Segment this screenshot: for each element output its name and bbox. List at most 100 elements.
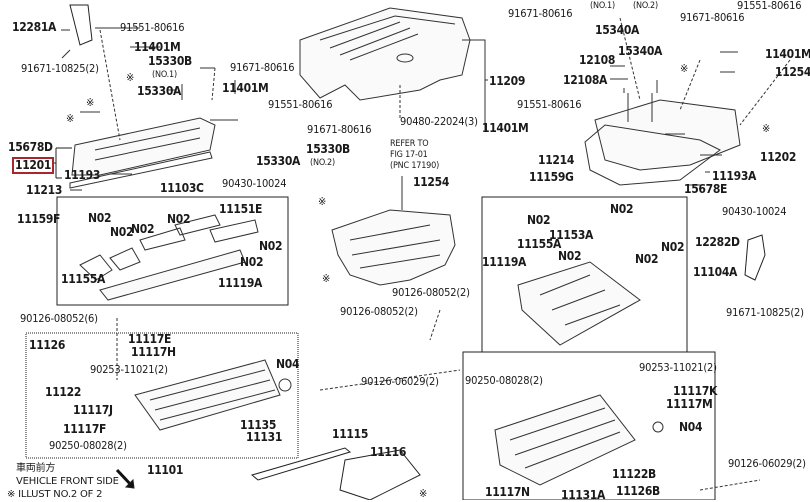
part-label-11119A[interactable]: 11119A — [482, 255, 527, 269]
part-label-no2: (NO.2) — [633, 1, 658, 11]
refer-to-line1: REFER TO — [390, 139, 429, 149]
part-label-n02[interactable]: N02 — [167, 212, 191, 226]
part-label-11126[interactable]: 11126 — [29, 338, 66, 352]
part-label-11117H[interactable]: 11117H — [131, 345, 176, 359]
part-label-90250-08028[interactable]: 90250-08028(2) — [49, 439, 127, 452]
part-label-90430-10024[interactable]: 90430-10024 — [222, 177, 287, 190]
part-label-n02[interactable]: N02 — [610, 202, 634, 216]
part-label-91671-80616[interactable]: 91671-80616 — [307, 123, 372, 136]
part-label-11117N[interactable]: 11117N — [485, 485, 530, 499]
part-label-12281A[interactable]: 12281A — [12, 20, 57, 34]
part-label-15340A[interactable]: 15340A — [595, 23, 640, 37]
part-label-11155A[interactable]: 11155A — [517, 237, 562, 251]
part-label-n02[interactable]: N02 — [259, 239, 283, 253]
part-label-91671-10825[interactable]: 91671-10825(2) — [21, 62, 99, 75]
part-label-11209[interactable]: 11209 — [489, 74, 526, 88]
part-label-11119A[interactable]: 11119A — [218, 276, 263, 290]
part-label-n02[interactable]: N02 — [110, 225, 134, 239]
part-label-n04[interactable]: N04 — [679, 420, 703, 434]
part-label-90250-08028[interactable]: 90250-08028(2) — [465, 374, 543, 387]
part-label-11401M[interactable]: 11401M — [482, 121, 529, 135]
part-label-11122B[interactable]: 11122B — [612, 467, 656, 481]
part-label-90253-11021[interactable]: 90253-11021(2) — [90, 363, 168, 376]
part-label-11213[interactable]: 11213 — [26, 183, 63, 197]
part-label-11115[interactable]: 11115 — [332, 427, 369, 441]
part-label-91551-80616[interactable]: 91551-80616 — [120, 21, 185, 34]
part-label-11101[interactable]: 11101 — [147, 463, 184, 477]
part-label-11151E[interactable]: 11151E — [219, 202, 263, 216]
part-label-91551-80616[interactable]: 91551-80616 — [737, 0, 802, 12]
part-label-11116[interactable]: 11116 — [370, 445, 407, 459]
part-label-11202[interactable]: 11202 — [760, 150, 797, 164]
cylinder-head-cover-left — [69, 117, 216, 189]
part-label-90126-08052[interactable]: 90126-08052(2) — [392, 286, 470, 299]
part-label-n02[interactable]: N02 — [527, 213, 551, 227]
part-label-n02[interactable]: N02 — [131, 222, 155, 236]
part-label-11104A[interactable]: 11104A — [693, 265, 738, 279]
bracket-12282D — [744, 234, 766, 281]
part-label-15330A[interactable]: 15330A — [137, 84, 182, 98]
part-label-90126-08052-6[interactable]: 90126-08052(6) — [20, 312, 98, 325]
part-label-15678D[interactable]: 15678D — [8, 140, 53, 154]
part-label-91551-80616[interactable]: 91551-80616 — [268, 98, 333, 111]
part-label-11159F[interactable]: 11159F — [17, 212, 61, 226]
refer-to-line3[interactable]: (PNC 17190) — [390, 161, 440, 171]
part-label-15330B[interactable]: 15330B — [306, 142, 350, 156]
asterisk-marker: ※ — [86, 96, 95, 109]
part-label-11254[interactable]: 11254 — [413, 175, 450, 189]
part-label-15330B[interactable]: 15330B — [148, 54, 192, 68]
part-label-15340A[interactable]: 15340A — [618, 44, 663, 58]
part-label-n02[interactable]: N02 — [558, 249, 582, 263]
part-label-11401M[interactable]: 11401M — [765, 47, 810, 61]
part-label-11131A[interactable]: 11131A — [561, 488, 606, 502]
part-label-11103C[interactable]: 11103C — [160, 181, 204, 195]
part-label-11117J[interactable]: 11117J — [73, 403, 113, 417]
engine-cover-11209 — [299, 7, 488, 130]
part-label-no1: (NO.1) — [152, 70, 177, 80]
part-label-12282D[interactable]: 12282D — [695, 235, 740, 249]
part-label-11126B[interactable]: 11126B — [616, 484, 660, 498]
part-label-90126-08052[interactable]: 90126-08052(2) — [340, 305, 418, 318]
part-label-15330A[interactable]: 15330A — [256, 154, 301, 168]
part-label-90126-06029[interactable]: 90126-06029(2) — [728, 457, 806, 470]
part-label-11254[interactable]: 11254 — [775, 65, 810, 79]
part-label-11117M[interactable]: 11117M — [666, 397, 713, 411]
part-label-91671-10825[interactable]: 91671-10825(2) — [726, 306, 804, 319]
part-label-11193A[interactable]: 11193A — [712, 169, 757, 183]
part-label-n02[interactable]: N02 — [635, 252, 659, 266]
part-label-n02[interactable]: N02 — [240, 255, 264, 269]
part-label-11117F[interactable]: 11117F — [63, 422, 107, 436]
refer-to-line2[interactable]: FIG 17-01 — [390, 150, 428, 160]
part-label-11159G[interactable]: 11159G — [529, 170, 574, 184]
part-label-11201-highlighted[interactable]: 11201 — [12, 157, 55, 174]
part-label-11214[interactable]: 11214 — [538, 153, 575, 167]
part-label-91671-80616[interactable]: 91671-80616 — [230, 61, 295, 74]
part-label-91671-80616[interactable]: 91671-80616 — [680, 11, 745, 24]
part-label-11401M[interactable]: 11401M — [222, 81, 269, 95]
solid-leaders — [61, 27, 738, 191]
part-label-n02[interactable]: N02 — [661, 240, 685, 254]
part-label-11117K[interactable]: 11117K — [673, 384, 718, 398]
part-label-90253-11021[interactable]: 90253-11021(2) — [639, 361, 717, 374]
part-label-90430-10024[interactable]: 90430-10024 — [722, 205, 787, 218]
cylinder-head-right — [494, 394, 664, 486]
part-label-11135[interactable]: 11135 — [240, 418, 277, 432]
part-label-11122[interactable]: 11122 — [45, 385, 82, 399]
part-label-11401M[interactable]: 11401M — [134, 40, 181, 54]
part-label-91671-80616[interactable]: 91671-80616 — [508, 7, 573, 20]
part-label-11193[interactable]: 11193 — [64, 168, 101, 182]
asterisk-marker: ※ — [762, 122, 771, 135]
part-label-n02[interactable]: N02 — [88, 211, 112, 225]
part-label-11117E[interactable]: 11117E — [128, 332, 172, 346]
part-label-12108A[interactable]: 12108A — [563, 73, 608, 87]
part-label-91551-80616[interactable]: 91551-80616 — [517, 98, 582, 111]
part-label-11155A[interactable]: 11155A — [61, 272, 106, 286]
part-label-12108[interactable]: 12108 — [579, 53, 616, 67]
part-label-n04[interactable]: N04 — [276, 357, 300, 371]
part-label-11153A[interactable]: 11153A — [549, 228, 594, 242]
part-label-15678E[interactable]: 15678E — [684, 182, 728, 196]
part-label-90126-06029[interactable]: 90126-06029(2) — [361, 375, 439, 388]
part-label-90480-22024[interactable]: 90480-22024(3) — [400, 115, 478, 128]
part-label-11131[interactable]: 11131 — [246, 430, 283, 444]
